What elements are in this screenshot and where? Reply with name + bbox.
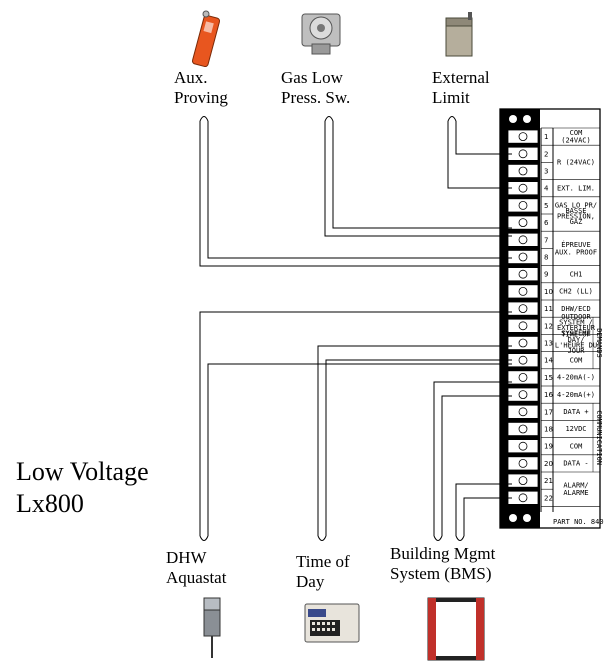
terminal-label: 12VDC — [565, 425, 586, 433]
terminal-number: 6 — [544, 219, 549, 227]
label-gas-low-press: Gas Low Press. Sw. — [281, 68, 351, 107]
terminal-screw-head — [518, 441, 528, 451]
terminal-number: 11 — [544, 305, 553, 313]
terminal-screw-head — [518, 458, 528, 468]
wire-gas-low-press — [324, 121, 512, 237]
terminal-label: 4-20mA(+) — [557, 391, 595, 399]
terminal-screw-head — [518, 269, 528, 279]
terminal-screw-head — [518, 355, 528, 365]
terminal-label: CH1 — [570, 270, 583, 278]
terminal-number: 8 — [544, 254, 548, 262]
wire-bms-4-20 — [433, 381, 512, 536]
terminal-number: 7 — [544, 236, 548, 244]
terminal-number: 18 — [544, 426, 553, 434]
terminal-screw-head — [518, 476, 528, 486]
terminal-screw-head — [518, 183, 528, 193]
terminal-label: DATA - — [563, 460, 588, 468]
terminal-number: 2 — [544, 150, 548, 158]
terminal-screw-head — [518, 200, 528, 210]
terminal-number: 22 — [544, 494, 553, 502]
terminal-screw-head — [518, 424, 528, 434]
terminal-screw-head — [518, 390, 528, 400]
terminal-number: 21 — [544, 477, 553, 485]
terminal-screw-head — [518, 235, 528, 245]
terminal-screw-head — [518, 149, 528, 159]
terminal-number: 9 — [544, 271, 548, 279]
terminal-screw-head — [518, 372, 528, 382]
terminal-screw-head — [518, 493, 528, 503]
terminal-screw-head — [518, 304, 528, 314]
terminal-label: 4-20mA(-) — [557, 374, 595, 382]
terminal-screw-head — [518, 321, 528, 331]
terminal-number: 1 — [544, 133, 548, 141]
terminal-number: 13 — [544, 340, 553, 348]
label-time-of-day: Time of Day — [296, 552, 350, 591]
terminal-number: 19 — [544, 443, 553, 451]
aquastat-icon — [203, 597, 221, 658]
terminal-number: 14 — [544, 357, 553, 365]
wires — [199, 116, 512, 541]
wire-dhw-aquastat — [199, 311, 512, 536]
terminal-screw-head — [518, 218, 528, 228]
terminal-screw-head — [518, 132, 528, 142]
pressure-switch-icon — [301, 13, 341, 55]
left-title-line1: Low Voltage — [16, 457, 149, 486]
wire-aux-proving — [199, 121, 512, 267]
terminal-label: COM — [570, 356, 583, 364]
terminal-label: EXT. LIM. — [557, 184, 595, 192]
wire-external-limit — [447, 121, 512, 189]
terminal-number: 12 — [544, 322, 553, 330]
actuator-icon — [191, 10, 221, 68]
terminal-label: COM — [570, 442, 583, 450]
terminal-block: 12345678910111213141516171819202122COM(2… — [499, 108, 604, 529]
time-clock-icon — [304, 603, 360, 643]
terminal-screw-head — [518, 407, 528, 417]
terminal-number: 10 — [544, 288, 553, 296]
terminal-screw-head — [518, 338, 528, 348]
terminal-group-label: DEMANDS — [595, 328, 603, 358]
terminal-label: DATA + — [563, 408, 588, 416]
part-number: PART NO. 84048 REV. 1 — [553, 518, 604, 526]
terminal-screw-head — [518, 252, 528, 262]
terminal-screw-head — [518, 286, 528, 296]
wire-alarm — [455, 483, 512, 536]
terminal-number: 3 — [544, 168, 548, 176]
terminal-number: 17 — [544, 408, 553, 416]
bms-controller-icon — [427, 597, 485, 661]
terminal-label: CH2 (LL) — [559, 288, 593, 296]
label-bms: Building Mgmt System (BMS) — [390, 544, 496, 583]
terminal-group-label: COMMUNICATION — [595, 410, 603, 465]
terminal-label: ALARM/ALARME — [563, 482, 588, 498]
terminal-number: 16 — [544, 391, 553, 399]
terminal-label: R (24VAC) — [557, 159, 595, 167]
limit-control-icon — [445, 12, 473, 57]
label-dhw-aquastat: DHW Aquastat — [166, 548, 227, 587]
terminal-number: 4 — [544, 185, 549, 193]
left-title-line2: Lx800 — [16, 489, 84, 518]
terminal-number: 20 — [544, 460, 553, 468]
terminal-label: COM(24VAC) — [561, 129, 591, 145]
terminal-number: 15 — [544, 374, 553, 382]
wire-time-of-day — [317, 345, 512, 536]
label-aux-proving: Aux. Proving — [174, 68, 228, 107]
terminal-screw-head — [518, 166, 528, 176]
terminal-label: DHW/ECD — [561, 305, 591, 313]
terminal-number: 5 — [544, 202, 548, 210]
label-external-limit: External Limit — [432, 68, 490, 107]
